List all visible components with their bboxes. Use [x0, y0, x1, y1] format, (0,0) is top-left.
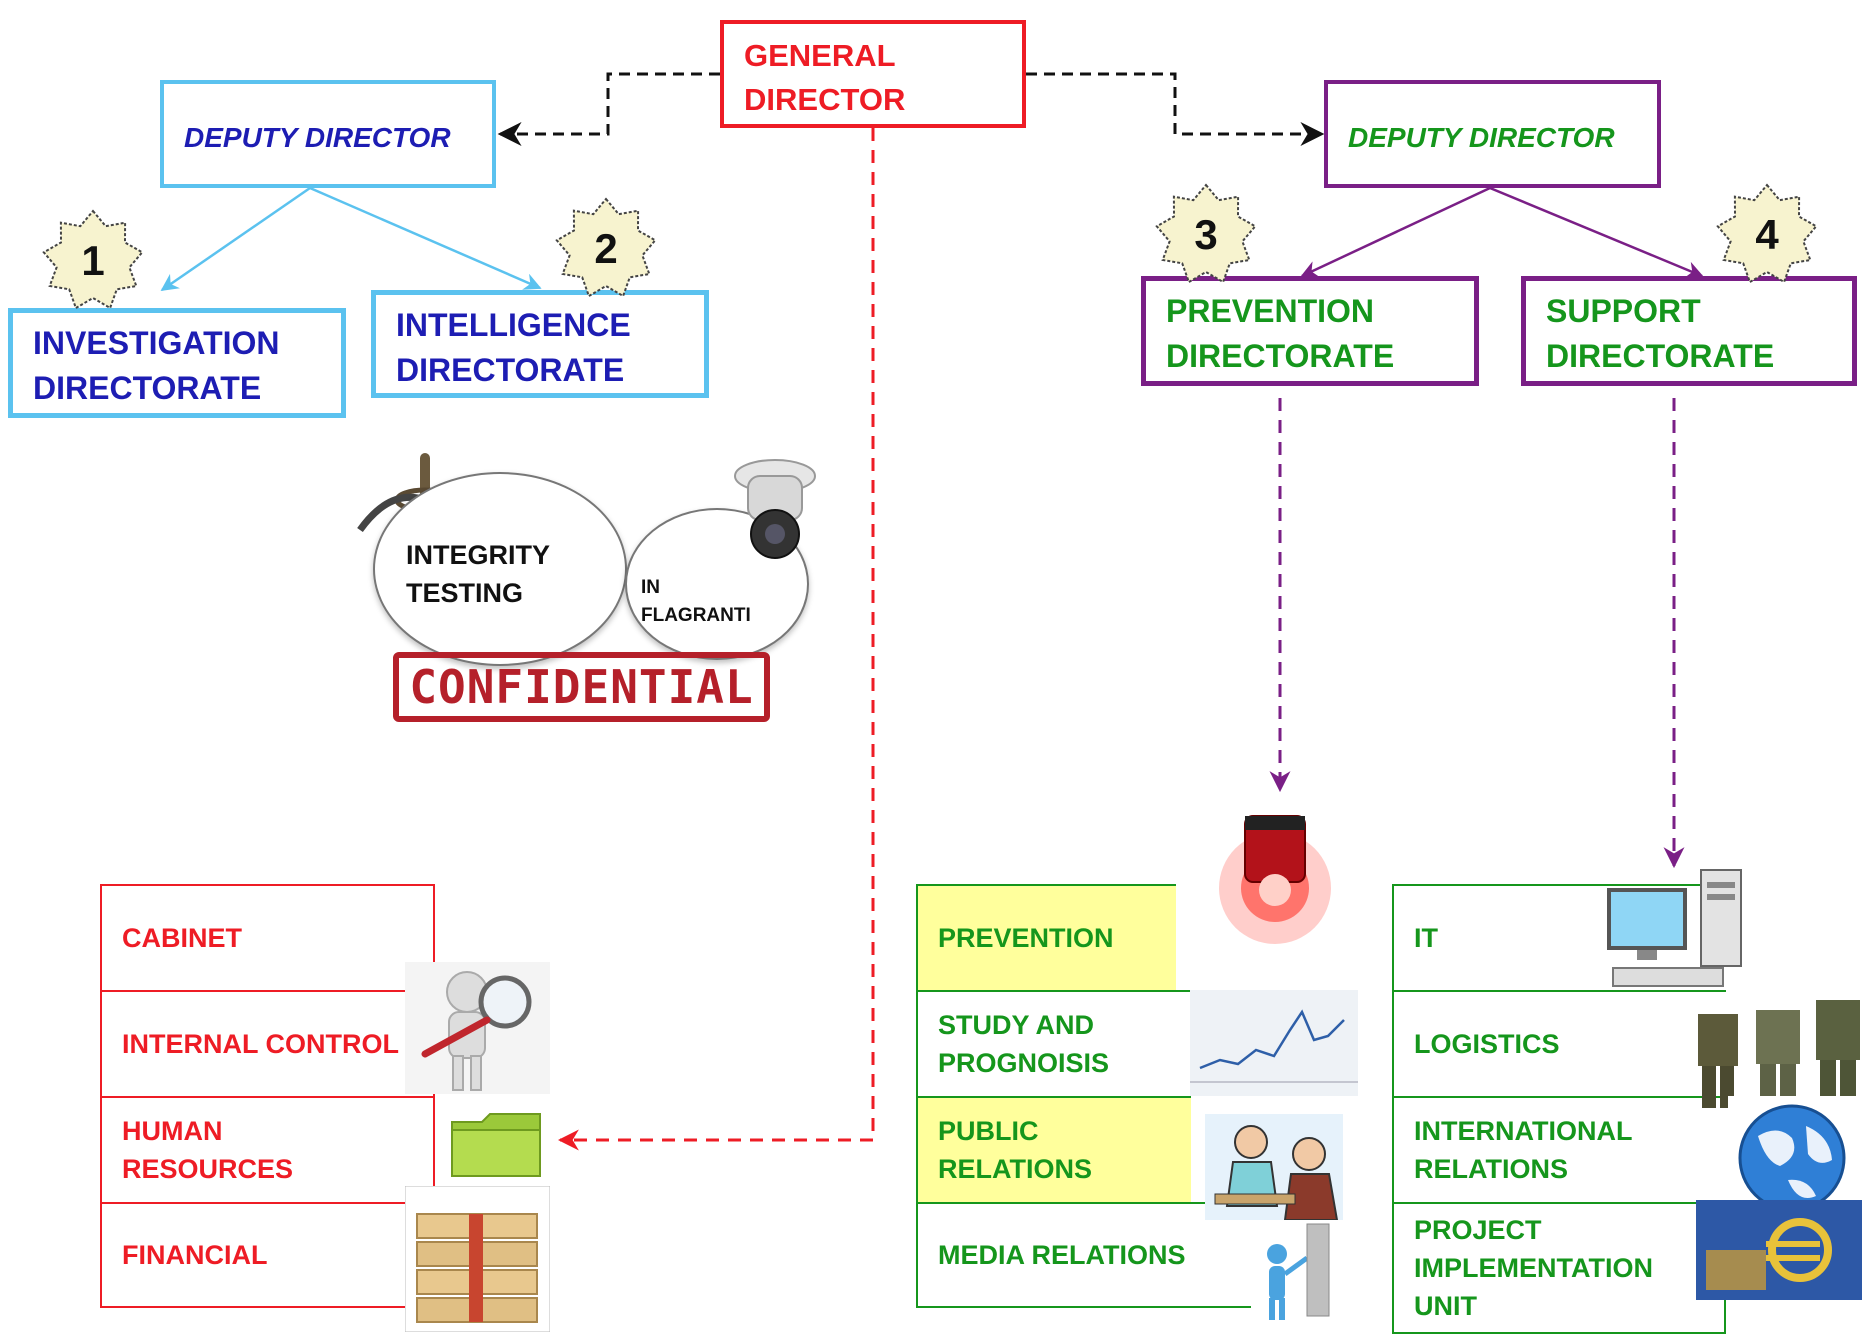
- unit-international-line2: RELATIONS: [1414, 1154, 1568, 1184]
- support-line2: DIRECTORATE: [1546, 338, 1775, 374]
- connector-deputy-right-to-support: [1489, 186, 1704, 279]
- folder-icon: [451, 1113, 541, 1177]
- star-number-2: 2: [594, 225, 618, 272]
- unit-row-human-resources: HUMAN RESOURCES: [100, 1096, 435, 1202]
- investigation-line2: DIRECTORATE: [33, 370, 262, 406]
- security-camera-icon: [734, 459, 816, 559]
- money-stack-icon: [405, 1186, 550, 1332]
- star-burst-icon: [1155, 183, 1257, 284]
- integrity-line1: INTEGRITY: [406, 540, 551, 570]
- star-number-4: 4: [1755, 211, 1779, 258]
- unit-study-line2: PROGNOISIS: [938, 1048, 1110, 1078]
- confidential-label: CONFIDENTIAL: [409, 660, 754, 714]
- unit-row-logistics: LOGISTICS: [1392, 990, 1726, 1096]
- intelligence-line2: DIRECTORATE: [396, 352, 625, 388]
- integrity-testing-bubble: [373, 472, 627, 666]
- unit-internal-control-line1: INTERNAL CONTROL: [122, 1029, 399, 1059]
- unit-row-public-relations: PUBLIC RELATIONS: [916, 1096, 1191, 1202]
- integrity-testing-text: INTEGRITY TESTING: [406, 536, 550, 612]
- unit-it-line1: IT: [1414, 923, 1438, 953]
- general-director-box: GENERAL DIRECTOR: [720, 20, 1026, 128]
- unit-human-resources-line2: RESOURCES: [122, 1154, 294, 1184]
- unit-row-prevention: PREVENTION: [916, 884, 1176, 990]
- unit-row-study: STUDY AND PROGNOISIS: [916, 990, 1251, 1096]
- flagranti-line2: FLAGRANTI: [641, 605, 751, 626]
- star-badge-3: 3: [1153, 182, 1259, 288]
- meeting-people-icon: [1205, 1114, 1343, 1220]
- unit-row-internal-control: INTERNAL CONTROL: [100, 990, 435, 1096]
- unit-row-international-relations: INTERNATIONAL RELATIONS: [1392, 1096, 1726, 1202]
- intelligence-directorate-box: INTELLIGENCE DIRECTORATE: [371, 290, 709, 398]
- intelligence-line1: INTELLIGENCE: [396, 307, 631, 343]
- general-director-line2: DIRECTOR: [744, 82, 906, 117]
- unit-row-financial: FINANCIAL: [100, 1202, 435, 1308]
- unit-row-media-relations: MEDIA RELATIONS: [916, 1202, 1251, 1308]
- deputy-director-left-box: DEPUTY DIRECTOR: [160, 80, 496, 188]
- prevention-line1: PREVENTION: [1166, 293, 1375, 329]
- globe-icon: [1728, 1096, 1862, 1220]
- star-burst-icon: [555, 197, 657, 298]
- unit-project-line3: UNIT: [1414, 1291, 1477, 1321]
- unit-human-resources-line1: HUMAN: [122, 1116, 223, 1146]
- unit-media-relations-line1: MEDIA RELATIONS: [938, 1240, 1186, 1270]
- magnifier-figure-icon: [405, 962, 550, 1094]
- investigation-line1: INVESTIGATION: [33, 325, 280, 361]
- flagranti-line1: IN: [641, 577, 660, 598]
- investigation-directorate-box: INVESTIGATION DIRECTORATE: [8, 308, 346, 418]
- unit-public-relations-line2: RELATIONS: [938, 1154, 1092, 1184]
- unit-financial-line1: FINANCIAL: [122, 1240, 268, 1270]
- unit-study-line1: STUDY AND: [938, 1010, 1095, 1040]
- star-badge-4: 4: [1714, 182, 1820, 288]
- unit-cabinet-line1: CABINET: [122, 923, 242, 953]
- stock-chart-icon: [1190, 990, 1358, 1096]
- prevention-directorate-box: PREVENTION DIRECTORATE: [1141, 276, 1479, 386]
- connector-deputy-left-to-investigation: [160, 186, 311, 292]
- unit-project-line2: IMPLEMENTATION: [1414, 1253, 1653, 1283]
- deputy-director-left-label: DEPUTY DIRECTOR: [184, 122, 451, 153]
- star-badge-1: 1: [40, 208, 146, 314]
- unit-row-cabinet: CABINET: [100, 884, 435, 990]
- star-burst-icon: [1716, 183, 1818, 284]
- connector-deputy-left-to-intelligence: [309, 186, 542, 290]
- connector-general-to-units: [557, 128, 875, 1151]
- euro-project-icon: [1696, 1200, 1862, 1300]
- deputy-director-right-box: DEPUTY DIRECTOR: [1324, 80, 1661, 188]
- deputy-director-right-label: DEPUTY DIRECTOR: [1348, 122, 1615, 153]
- general-director-line1: GENERAL: [744, 38, 896, 73]
- connector-deputy-right-to-prevention: [1300, 186, 1491, 278]
- support-directorate-box: SUPPORT DIRECTORATE: [1521, 276, 1857, 386]
- unit-public-relations-line1: PUBLIC: [938, 1116, 1039, 1146]
- star-burst-icon: [42, 209, 144, 310]
- uniforms-icon: [1698, 1000, 1860, 1108]
- confidential-stamp: CONFIDENTIAL: [393, 652, 770, 722]
- prevention-line2: DIRECTORATE: [1166, 338, 1395, 374]
- support-line1: SUPPORT: [1546, 293, 1701, 329]
- alarm-light-icon: [1219, 815, 1331, 944]
- star-badge-2: 2: [553, 196, 659, 302]
- unit-logistics-line1: LOGISTICS: [1414, 1029, 1560, 1059]
- unit-project-line1: PROJECT: [1414, 1215, 1542, 1245]
- integrity-line2: TESTING: [406, 578, 524, 608]
- unit-international-line1: INTERNATIONAL: [1414, 1116, 1633, 1146]
- presenter-figure-icon: [1267, 1223, 1330, 1320]
- connector-general-to-deputy-right: [1026, 72, 1325, 146]
- star-number-3: 3: [1194, 211, 1218, 258]
- computer-icon: [1607, 869, 1742, 987]
- unit-prevention-line1: PREVENTION: [938, 923, 1114, 953]
- connector-general-to-deputy-left: [497, 72, 720, 146]
- unit-row-project-implementation: PROJECT IMPLEMENTATION UNIT: [1392, 1202, 1726, 1334]
- unit-row-it: IT: [1392, 884, 1726, 990]
- star-number-1: 1: [81, 237, 105, 284]
- in-flagranti-text: IN FLAGRANTI: [641, 574, 751, 630]
